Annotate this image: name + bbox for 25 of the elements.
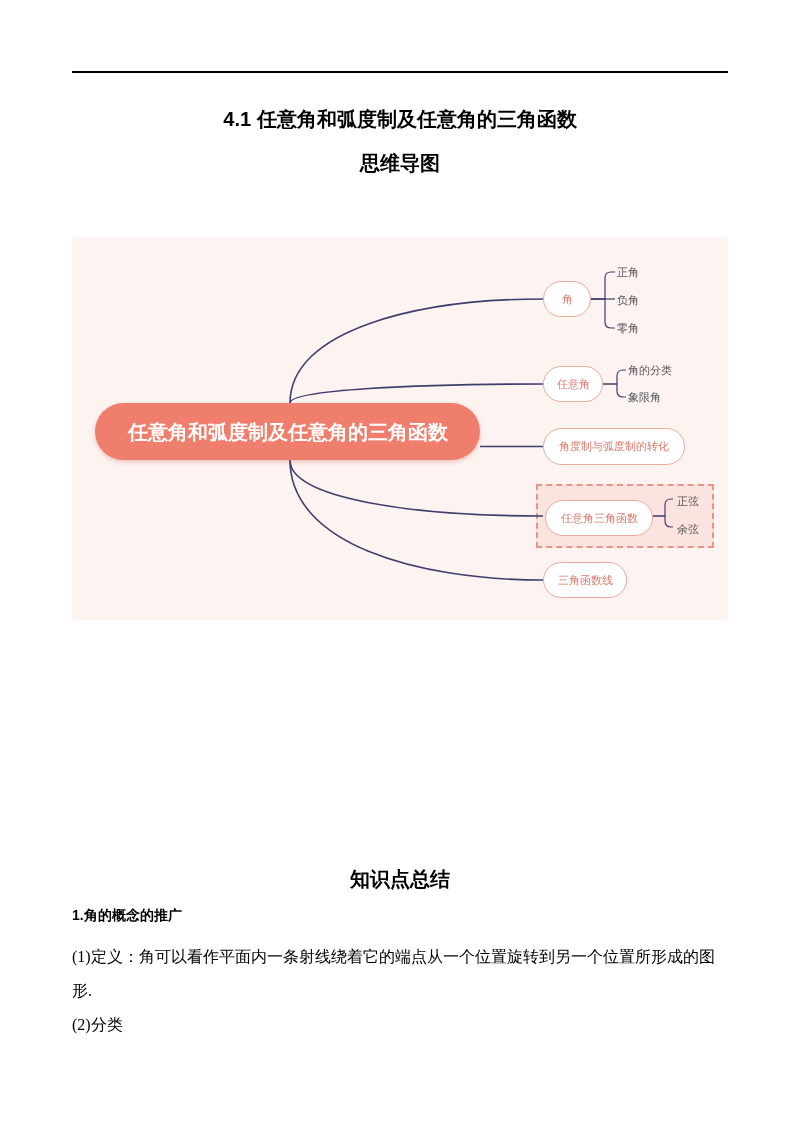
subtopic-text: 正角 [617,263,667,281]
subtopic-text: 余弦 [677,520,713,538]
topic-pill: 三角函数线 [543,562,627,598]
page-title: 4.1 任意角和弧度制及任意角的三角函数 [222,107,578,132]
subtopic-text: 角的分类 [628,361,688,379]
central-topic: 任意角和弧度制及任意角的三角函数 [95,403,480,460]
topic-pill: 任意角三角函数 [545,500,653,536]
subtopic-text: 负角 [617,291,667,309]
section-heading: 知识点总结 [349,867,451,892]
topic-pill: 角度制与弧度制的转化 [543,428,685,465]
branch-curve [289,298,544,404]
subtopic-text: 正弦 [677,492,713,510]
section-heading: 思维导图 [358,151,441,176]
subtopic-text: 零角 [617,319,667,337]
topic-pill: 任意角 [543,366,603,402]
definition-paragraph: (1)定义：角可以看作平面内一条射线绕着它的端点从一个位置旋转到另一个位置所形成的图形. [72,947,716,1001]
subtopic-text: 象限角 [628,388,688,406]
branch-curve [289,383,544,404]
dashed-highlight-box [536,484,714,548]
branch-curve [289,459,544,581]
topic-pill: 角 [543,281,591,317]
branch-curve [479,445,544,448]
subheading: 1.角的概念的推广 [72,906,182,925]
brace-connector [602,383,627,398]
list-item-text: (2)分类 [72,1015,123,1036]
